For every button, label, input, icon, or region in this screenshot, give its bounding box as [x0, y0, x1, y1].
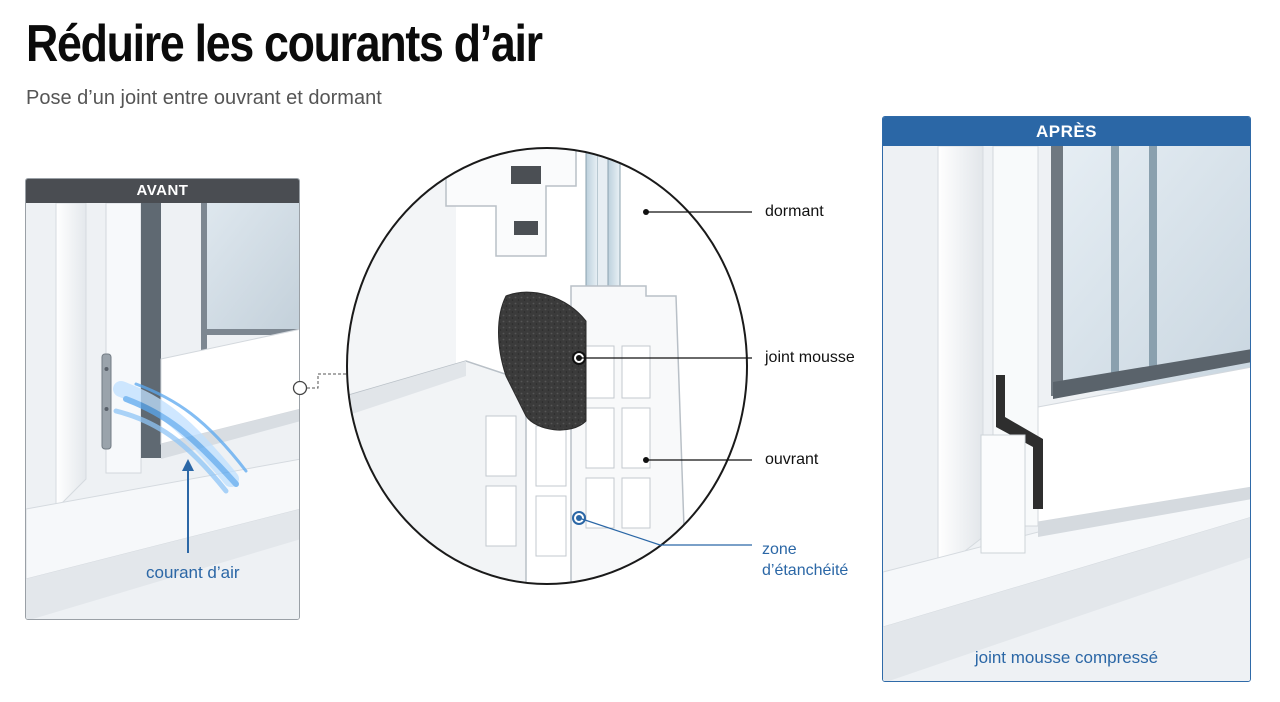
section-detail	[346, 147, 748, 585]
after-panel-heading: APRÈS	[883, 117, 1250, 146]
before-window-illustration	[26, 202, 299, 619]
callout-joint-mousse: joint mousse	[765, 349, 855, 366]
after-panel: APRÈS joint mousse compressé	[882, 116, 1251, 682]
hinge-icon	[101, 353, 112, 450]
callout-zone-line2: d’étanchéité	[762, 562, 849, 579]
after-window-illustration	[883, 145, 1250, 681]
page-title: Réduire les courants d’air	[26, 15, 543, 73]
callout-dormant: dormant	[765, 203, 824, 220]
before-panel-heading: AVANT	[26, 179, 299, 203]
callout-zone-etancheite: zone d’étanchéité	[762, 539, 848, 581]
compressed-seal-label: joint mousse compressé	[974, 648, 1159, 667]
airflow-icon	[113, 381, 248, 494]
air-leak-label: courant d’air	[146, 563, 240, 582]
callout-zone-line1: zone	[762, 541, 797, 558]
before-panel: AVANT	[25, 178, 300, 620]
callout-ouvrant: ouvrant	[765, 451, 819, 468]
page-subtitle: Pose d’un joint entre ouvrant et dormant	[26, 87, 382, 109]
